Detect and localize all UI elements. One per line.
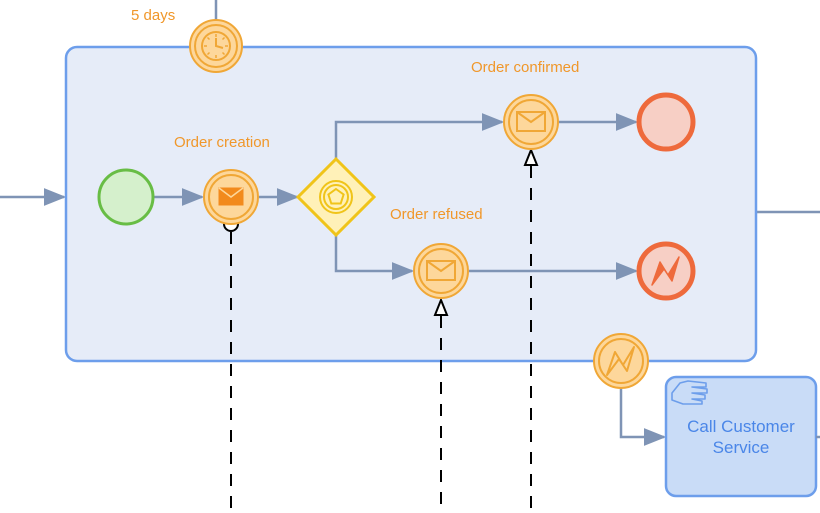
error-boundary-event[interactable] <box>593 333 649 389</box>
order-creation-label: Order creation <box>174 134 270 151</box>
pentagon-icon <box>327 187 345 205</box>
lightning-bolt-icon <box>606 346 635 376</box>
start-event[interactable] <box>97 168 155 226</box>
task-label-line2: Service <box>713 438 770 457</box>
filled-envelope-icon <box>218 187 244 206</box>
flow-gateway-to-refused[interactable] <box>334 235 415 280</box>
order-confirmed-event[interactable] <box>503 94 559 150</box>
hand-icon <box>671 380 708 405</box>
timer-boundary-event[interactable] <box>189 19 243 73</box>
lightning-bolt-icon <box>651 256 680 286</box>
clock-icon <box>201 31 231 61</box>
message-flow-arrowhead-refused <box>433 297 449 316</box>
error-end-event[interactable] <box>636 241 696 301</box>
call-customer-service-task[interactable]: Call Customer Service <box>664 375 818 498</box>
subprocess-container[interactable] <box>64 45 758 363</box>
event-based-gateway[interactable] <box>295 156 377 238</box>
envelope-icon <box>426 260 456 281</box>
message-flow-arrowhead-confirmed <box>523 147 539 166</box>
envelope-icon <box>516 111 546 132</box>
flow-error-boundary-to-task[interactable] <box>619 388 667 446</box>
order-confirmed-label: Order confirmed <box>471 59 579 76</box>
order-refused-label: Order refused <box>390 206 483 223</box>
end-event[interactable] <box>636 92 696 152</box>
order-creation-event[interactable] <box>203 169 259 225</box>
order-refused-event[interactable] <box>413 243 469 299</box>
flow-gateway-to-confirmed[interactable] <box>334 113 505 159</box>
timer-label: 5 days <box>131 7 175 24</box>
task-label-line1: Call Customer <box>687 417 795 436</box>
